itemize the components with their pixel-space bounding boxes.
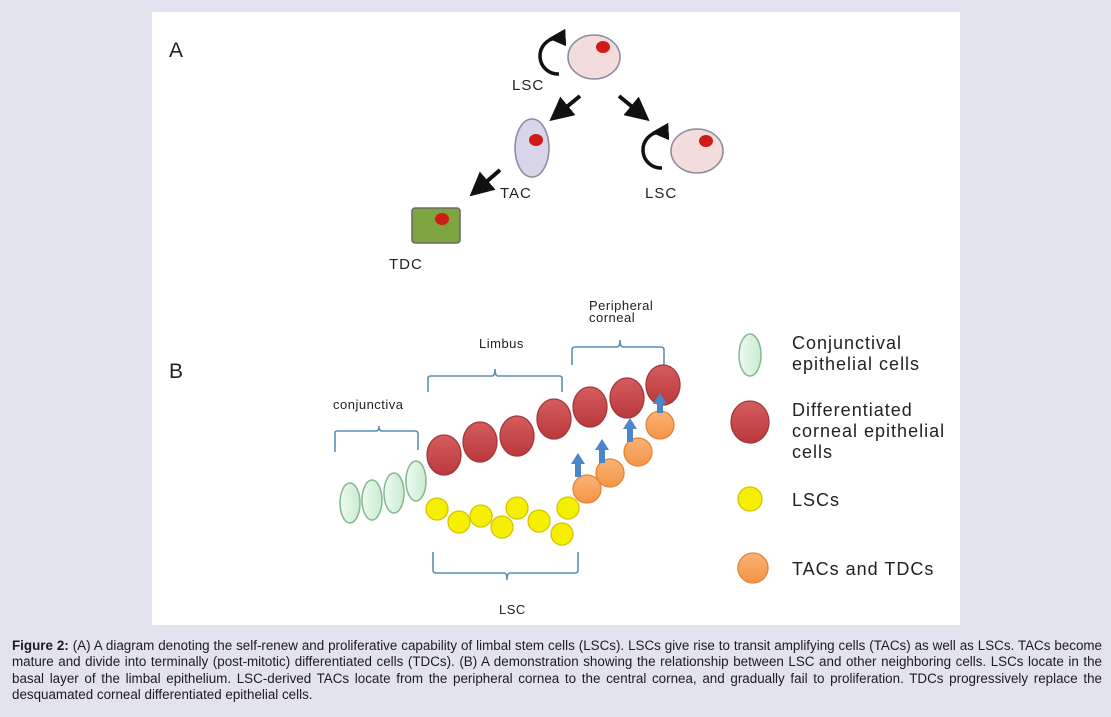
arrow-to-tac-icon bbox=[549, 94, 582, 122]
panel-a-label: A bbox=[169, 39, 183, 62]
self-renew-arrow-right-icon bbox=[641, 122, 670, 170]
figure-panel: A LSC TAC LSC TDC B conjunctiva Limbus P… bbox=[152, 12, 960, 625]
lsc-label: LSC bbox=[499, 602, 526, 617]
tac-cell-small bbox=[572, 474, 602, 504]
figure-caption: Figure 2: (A) A diagram denoting the sel… bbox=[12, 638, 1102, 704]
differentiated-cells bbox=[426, 364, 681, 476]
differentiated-cell bbox=[536, 398, 572, 440]
differentiated-cell bbox=[572, 386, 608, 428]
limbus-label: Limbus bbox=[479, 336, 524, 351]
differentiated-cell bbox=[426, 434, 462, 476]
conjunctival-cell bbox=[361, 479, 383, 521]
conjunctiva-brace bbox=[334, 425, 419, 452]
lsc-cell bbox=[527, 509, 551, 533]
tac-cell-small bbox=[645, 410, 675, 440]
up-arrow-icon bbox=[623, 418, 637, 442]
panel-b-label: B bbox=[169, 360, 183, 383]
legend-lsc-swatch bbox=[737, 486, 763, 512]
up-arrow-icon bbox=[595, 439, 609, 463]
peripheral-brace bbox=[571, 339, 665, 365]
lsc-cell bbox=[469, 504, 493, 528]
legend-conjunctival-line1: Conjunctival bbox=[792, 333, 902, 353]
conjunctiva-label: conjunctiva bbox=[333, 397, 404, 412]
legend-tacs: TACs and TDCs bbox=[792, 559, 934, 579]
tac-label: TAC bbox=[500, 185, 532, 202]
conjunctival-cells bbox=[339, 460, 427, 524]
lsc-brace bbox=[432, 552, 579, 581]
conjunctival-cell bbox=[383, 472, 405, 514]
top-lsc-label: LSC bbox=[512, 77, 544, 94]
lsc-cell bbox=[425, 497, 449, 521]
legend-tac-swatch bbox=[737, 552, 769, 584]
differentiated-cell bbox=[609, 377, 645, 419]
legend-lscs: LSCs bbox=[792, 490, 840, 510]
conjunctival-cell bbox=[405, 460, 427, 502]
legend-differentiated-line3: cells bbox=[792, 442, 833, 462]
differentiated-cell bbox=[499, 415, 535, 457]
tac-cell-small bbox=[595, 458, 625, 488]
legend-differentiated-swatch bbox=[730, 400, 770, 444]
lsc-cell bbox=[447, 510, 471, 534]
differentiated-cell bbox=[462, 421, 498, 463]
caption-text: (A) A diagram denoting the self-renew an… bbox=[12, 638, 1103, 703]
legend-conjunctival-line2: epithelial cells bbox=[792, 354, 920, 374]
legend-differentiated-line2: corneal epithelial bbox=[792, 421, 945, 441]
lsc-cells bbox=[425, 496, 580, 546]
peripheral-label-line1: Peripheral bbox=[589, 298, 653, 313]
limbus-brace bbox=[427, 368, 563, 392]
tac-cell-small bbox=[623, 437, 653, 467]
lsc-cell bbox=[490, 515, 514, 539]
tac-cell bbox=[514, 118, 550, 178]
right-lsc-label: LSC bbox=[645, 185, 677, 202]
legend-differentiated-line1: Differentiated bbox=[792, 400, 913, 420]
lsc-cell bbox=[556, 496, 580, 520]
tac-cells bbox=[572, 410, 675, 504]
tdc-label: TDC bbox=[389, 256, 423, 273]
lsc-cell bbox=[550, 522, 574, 546]
caption-lead: Figure 2: bbox=[12, 638, 69, 653]
arrow-to-lsc-icon bbox=[617, 94, 650, 122]
diagram-canvas: A LSC TAC LSC TDC B conjunctiva Limbus P… bbox=[169, 28, 945, 617]
up-arrow-icon bbox=[571, 453, 585, 477]
top-lsc-cell bbox=[567, 34, 621, 80]
right-lsc-cell bbox=[670, 128, 724, 174]
self-renew-arrow-icon bbox=[538, 28, 567, 76]
arrow-to-tdc-icon bbox=[469, 168, 502, 197]
legend-conjunctival-swatch bbox=[738, 333, 762, 377]
lsc-cell bbox=[505, 496, 529, 520]
peripheral-label-line2: corneal bbox=[589, 310, 635, 325]
up-arrow-icon bbox=[653, 393, 667, 413]
tdc-cell bbox=[411, 207, 461, 244]
conjunctival-cell bbox=[339, 482, 361, 524]
upward-arrows bbox=[571, 393, 667, 477]
